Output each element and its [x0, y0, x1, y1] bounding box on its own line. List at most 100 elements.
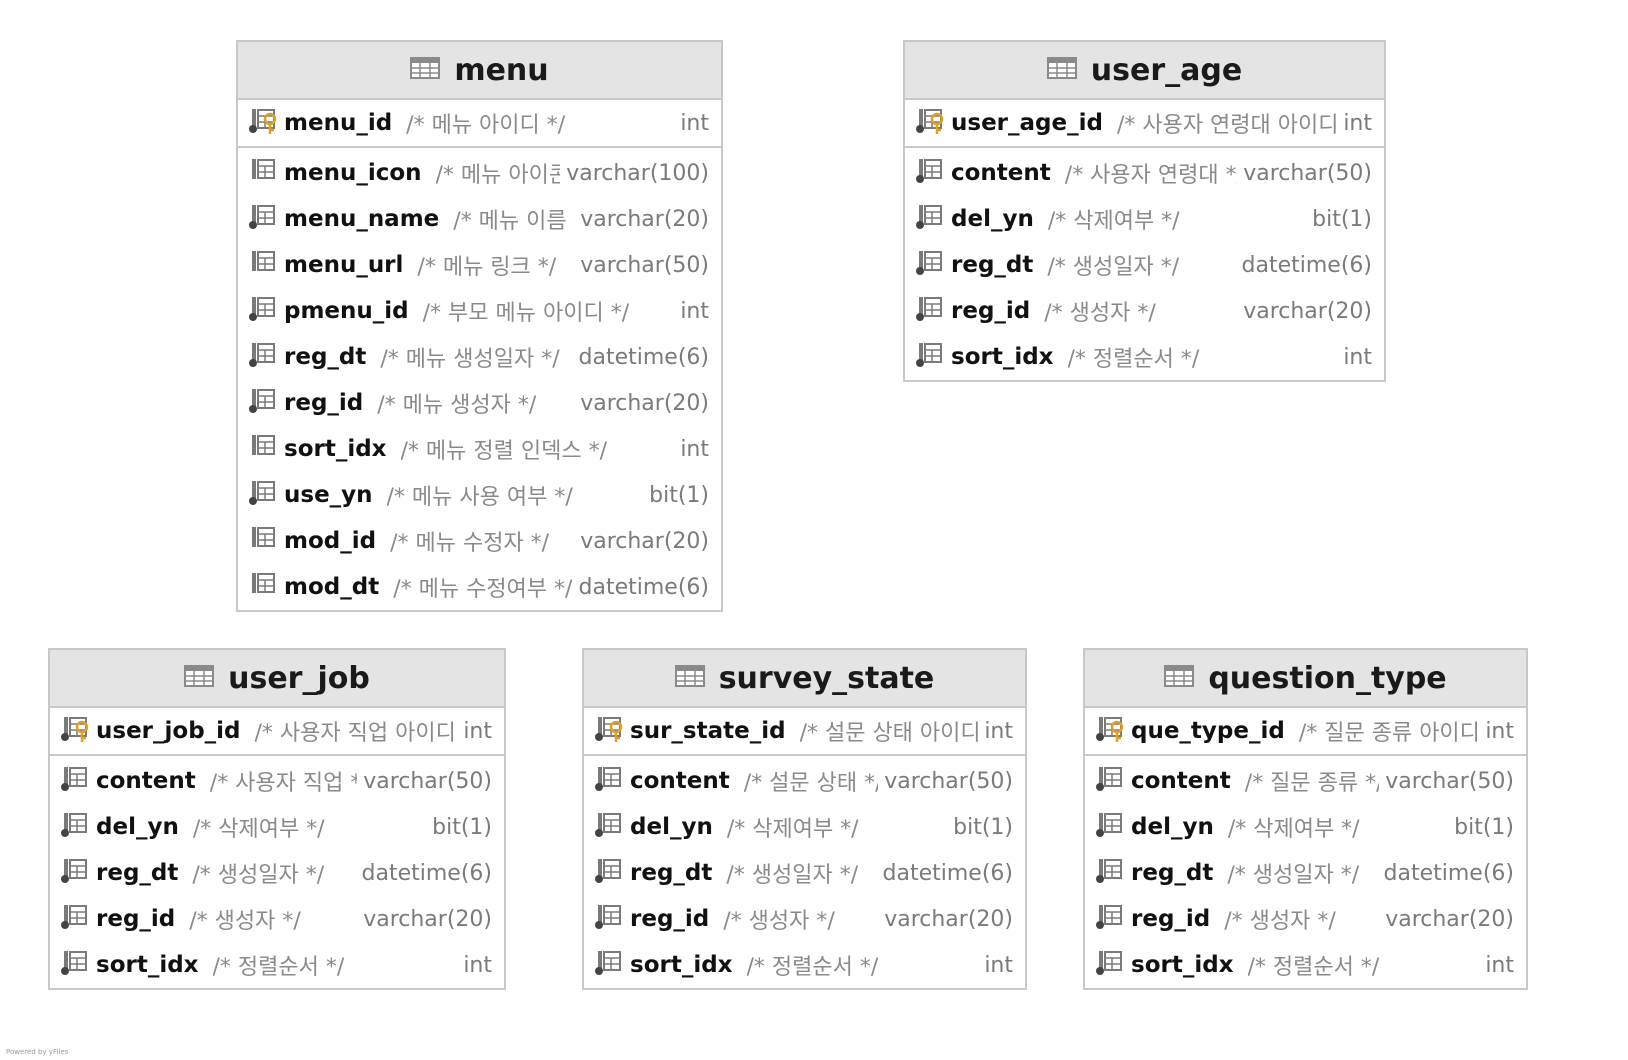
- entity-title: question_type: [1208, 660, 1447, 696]
- column-name: reg_dt: [630, 860, 713, 886]
- column-comment: /* 사용자 직업 */: [209, 771, 358, 796]
- entity-header: survey_state: [584, 650, 1025, 708]
- not-null-column-icon: [1095, 949, 1131, 981]
- primary-key-row[interactable]: que_type_id/* 질문 종류 아이디 */int: [1085, 708, 1526, 756]
- column-row[interactable]: menu_icon/* 메뉴 아이콘 */varchar(100): [238, 150, 721, 196]
- column-name: menu_name: [284, 206, 440, 232]
- column-row[interactable]: reg_id/* 생성자 */varchar(20): [905, 288, 1384, 334]
- column-row[interactable]: sort_idx/* 정렬순서 */int: [584, 942, 1025, 988]
- entity-title: user_age: [1090, 52, 1243, 88]
- column-row[interactable]: content/* 설문 상태 */varchar(50): [584, 758, 1025, 804]
- column-row[interactable]: menu_name/* 메뉴 이름 */varchar(20): [238, 196, 721, 242]
- column-type: bit(1): [432, 814, 492, 840]
- column-row[interactable]: reg_dt /* 생성일자 */ datetime(6): [905, 242, 1384, 288]
- column-row[interactable]: reg_dt/* 메뉴 생성일자 */datetime(6): [238, 334, 721, 380]
- table-icon: [674, 665, 705, 691]
- column-row[interactable]: sort_idx/* 정렬순서 */int: [50, 942, 504, 988]
- table-icon: [1046, 57, 1077, 83]
- entity-title: user_job: [228, 660, 370, 696]
- not-null-column-icon: [594, 857, 630, 889]
- not-null-column-icon: [60, 765, 96, 797]
- column-name: menu_icon: [284, 160, 422, 186]
- primary-key-row[interactable]: user_age_id/* 사용자 연령대 아이디 */int: [905, 100, 1384, 148]
- column-comment: /* 정렬순서 */: [1247, 955, 1380, 980]
- column-icon: [248, 525, 284, 557]
- column-type: bit(1): [1454, 814, 1514, 840]
- column-comment: /* 질문 종류 */: [1244, 771, 1380, 796]
- not-null-column-icon: [1095, 811, 1131, 843]
- column-list: content/* 설문 상태 */varchar(50)del_yn/* 삭제…: [584, 756, 1025, 988]
- column-row[interactable]: reg_id/* 생성자 */varchar(20): [584, 896, 1025, 942]
- column-row[interactable]: reg_dt/* 생성일자 */datetime(6): [50, 850, 504, 896]
- column-row[interactable]: pmenu_id/* 부모 메뉴 아이디 */int: [238, 288, 721, 334]
- primary-key-row[interactable]: menu_id/* 메뉴 아이디 */int: [238, 100, 721, 148]
- entity-header: user_age: [905, 42, 1384, 100]
- column-row[interactable]: mod_id/* 메뉴 수정자 */varchar(20): [238, 518, 721, 564]
- column-row[interactable]: use_yn/* 메뉴 사용 여부 */bit(1): [238, 472, 721, 518]
- column-type: int: [463, 952, 492, 978]
- column-comment: /* 생성자 */: [189, 909, 301, 934]
- column-name: reg_dt: [951, 252, 1034, 278]
- column-row[interactable]: reg_id/* 생성자 */varchar(20): [50, 896, 504, 942]
- column-name: content: [96, 768, 196, 794]
- column-type: datetime(6): [578, 574, 709, 600]
- column-row[interactable]: content/* 사용자 연령대 */varchar(50): [905, 150, 1384, 196]
- not-null-column-icon: [915, 157, 951, 189]
- column-row[interactable]: sort_idx/* 메뉴 정렬 인덱스 */int: [238, 426, 721, 472]
- primary-key-row[interactable]: sur_state_id/* 설문 상태 아이디 */int: [584, 708, 1025, 756]
- column-row[interactable]: reg_dt/* 생성일자 */datetime(6): [1085, 850, 1526, 896]
- primary-key-icon: [248, 107, 284, 139]
- not-null-column-icon: [594, 765, 630, 797]
- column-type: datetime(6): [1241, 252, 1372, 278]
- column-row[interactable]: menu_url/* 메뉴 링크 */varchar(50): [238, 242, 721, 288]
- column-row[interactable]: sort_idx/* 정렬순서 */int: [905, 334, 1384, 380]
- column-row[interactable]: del_yn/* 삭제여부 */bit(1): [905, 196, 1384, 242]
- column-list: content/* 사용자 직업 */varchar(50)del_yn/* 삭…: [50, 756, 504, 988]
- column-type: datetime(6): [1383, 860, 1514, 886]
- column-comment: /* 사용자 연령대 아이디 */: [1116, 113, 1338, 138]
- entity-user-job[interactable]: user_job user_job_id/* 사용자 직업 아이디 */int co…: [48, 648, 506, 990]
- column-comment: /* 삭제여부 */: [726, 817, 859, 842]
- column-row[interactable]: content/* 사용자 직업 */varchar(50): [50, 758, 504, 804]
- not-null-column-icon: [248, 387, 284, 419]
- table-icon: [410, 57, 441, 83]
- column-row[interactable]: del_yn/* 삭제여부 */bit(1): [50, 804, 504, 850]
- entity-header: menu: [238, 42, 721, 100]
- column-comment: /* 질문 종류 아이디 */: [1298, 721, 1480, 746]
- column-row[interactable]: sort_idx/* 정렬순서 */int: [1085, 942, 1526, 988]
- column-type: int: [984, 952, 1013, 978]
- column-type: bit(1): [1312, 206, 1372, 232]
- column-list: menu_icon/* 메뉴 아이콘 */varchar(100)menu_na…: [238, 148, 721, 610]
- column-name: user_age_id: [951, 110, 1103, 136]
- entity-question-type[interactable]: question_type que_type_id/* 질문 종류 아이디 */i…: [1083, 648, 1528, 990]
- column-comment: /* 삭제여부 */: [1047, 209, 1180, 234]
- primary-key-row[interactable]: user_job_id/* 사용자 직업 아이디 */int: [50, 708, 504, 756]
- column-row[interactable]: reg_dt/* 생성일자 */datetime(6): [584, 850, 1025, 896]
- column-type: bit(1): [649, 482, 709, 508]
- column-row[interactable]: content/* 질문 종류 */varchar(50): [1085, 758, 1526, 804]
- column-row[interactable]: mod_dt/* 메뉴 수정여부 */datetime(6): [238, 564, 721, 610]
- column-row[interactable]: reg_id/* 메뉴 생성자 */varchar(20): [238, 380, 721, 426]
- powered-by-credit: Powered by yFiles: [6, 1048, 69, 1056]
- column-row[interactable]: reg_id/* 생성자 */varchar(20): [1085, 896, 1526, 942]
- column-icon: [248, 571, 284, 603]
- column-comment: /* 생성일자 */: [1047, 255, 1180, 280]
- column-type: int: [680, 110, 709, 136]
- not-null-column-icon: [1095, 857, 1131, 889]
- column-row[interactable]: del_yn/* 삭제여부 */bit(1): [1085, 804, 1526, 850]
- column-comment: /* 메뉴 생성자 */: [377, 393, 537, 418]
- column-comment: /* 정렬순서 */: [1067, 347, 1200, 372]
- column-name: pmenu_id: [284, 298, 409, 324]
- column-row[interactable]: del_yn/* 삭제여부 */bit(1): [584, 804, 1025, 850]
- column-name: content: [1131, 768, 1231, 794]
- column-name: menu_url: [284, 252, 404, 278]
- not-null-column-icon: [248, 203, 284, 235]
- column-comment: /* 생성일자 */: [1227, 863, 1360, 888]
- primary-key-icon: [594, 715, 630, 747]
- not-null-column-icon: [594, 949, 630, 981]
- column-type: int: [984, 718, 1013, 744]
- column-name: reg_id: [630, 906, 710, 932]
